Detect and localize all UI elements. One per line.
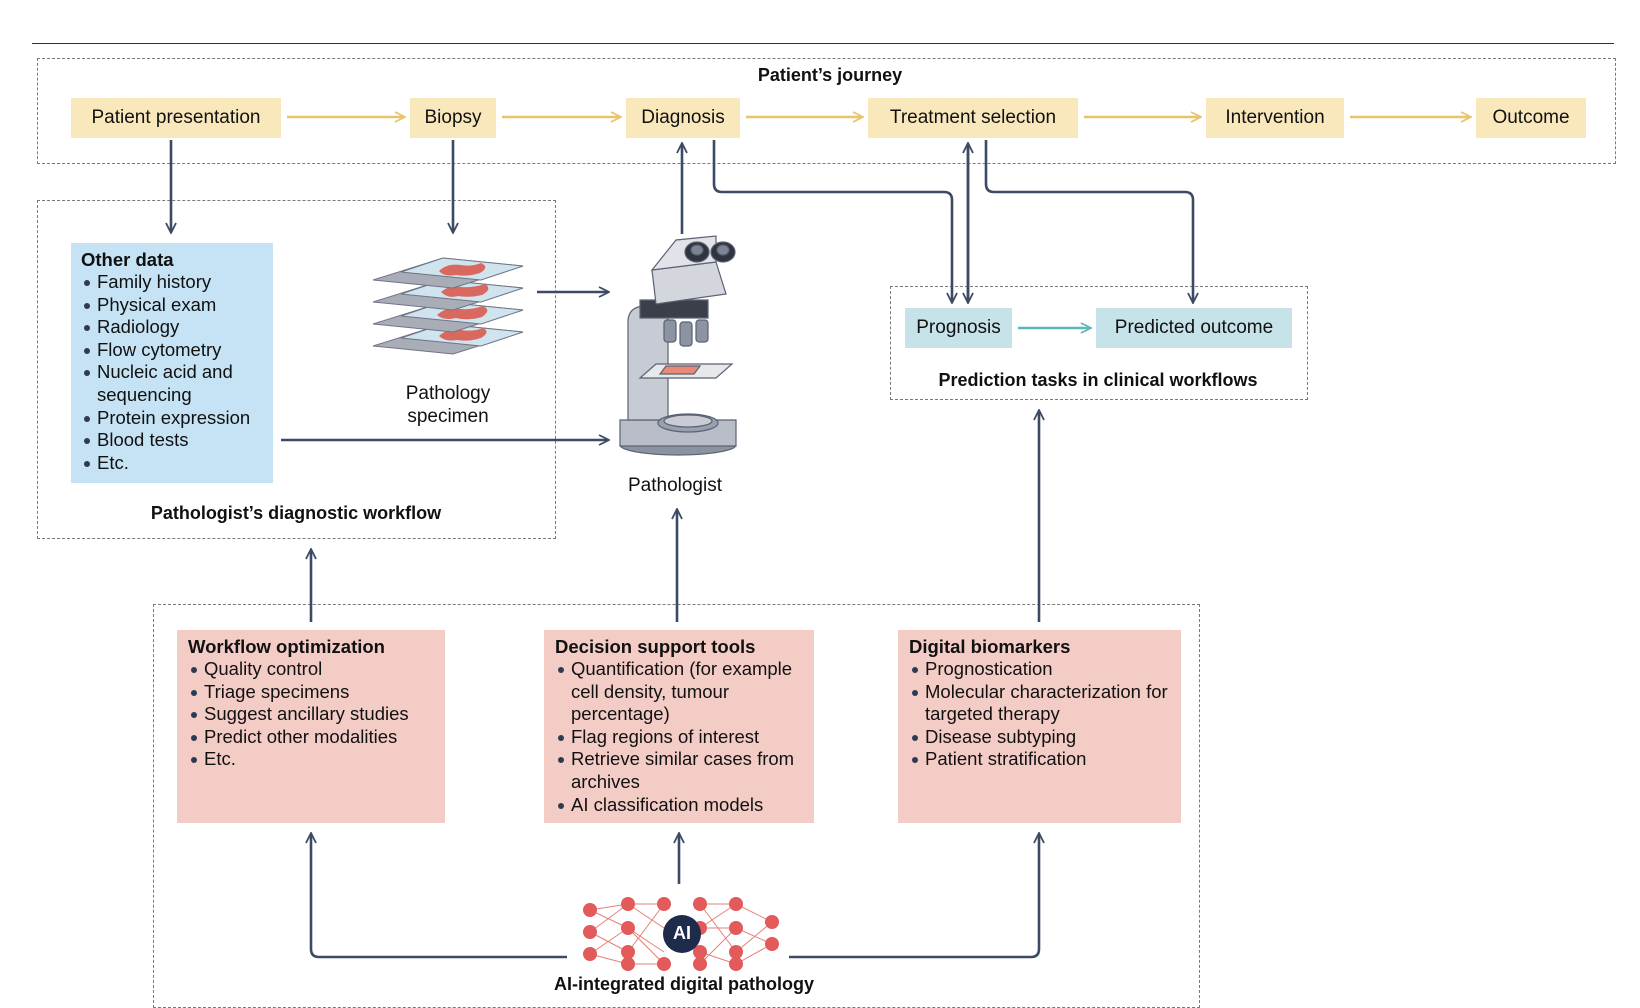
neural-network-icon [583, 897, 779, 971]
list-item: Quantification (for example cell density… [555, 658, 795, 726]
step-outcome: Outcome [1476, 98, 1586, 138]
prediction-frame [890, 286, 1308, 400]
predicted-outcome-box: Predicted outcome [1096, 308, 1292, 348]
list-item: Physical exam [81, 294, 265, 317]
prediction-title: Prediction tasks in clinical workflows [938, 370, 1258, 390]
list-item: Disease subtyping [909, 726, 1169, 749]
list-item: AI classification models [555, 794, 795, 817]
connectors [171, 140, 1193, 959]
workflow-optimization-list: Quality control Triage specimens Suggest… [188, 658, 437, 771]
prognosis-box: Prognosis [905, 308, 1012, 348]
microscope-icon [619, 235, 737, 456]
list-item: Prognostication [909, 658, 1169, 681]
decision-support-title: Decision support tools [555, 636, 756, 657]
list-item: Patient stratification [909, 748, 1169, 771]
list-item: Quality control [188, 658, 437, 681]
decision-support-box: Decision support tools Quantification (f… [544, 630, 814, 823]
other-data-title: Other data [81, 249, 174, 270]
list-item: Flag regions of interest [555, 726, 795, 749]
list-item: Protein expression [81, 407, 265, 430]
list-item: Radiology [81, 316, 265, 339]
step-treatment-selection: Treatment selection [868, 98, 1078, 138]
list-item: Predict other modalities [188, 726, 437, 749]
journey-title: Patient’s journey [757, 65, 903, 85]
list-item: Etc. [188, 748, 437, 771]
ai-badge-circle [663, 915, 701, 953]
journey-frame [37, 58, 1616, 164]
list-item: Blood tests [81, 429, 265, 452]
workflow-optimization-box: Workflow optimization Quality control Tr… [177, 630, 445, 823]
other-data-list: Family history Physical exam Radiology F… [81, 271, 265, 474]
decision-support-list: Quantification (for example cell density… [555, 658, 795, 816]
digital-biomarkers-list: Prognostication Molecular characterizati… [909, 658, 1169, 771]
step-biopsy: Biopsy [410, 98, 496, 138]
digital-biomarkers-box: Digital biomarkers Prognostication Molec… [898, 630, 1181, 823]
list-item: Etc. [81, 452, 265, 475]
list-item: Triage specimens [188, 681, 437, 704]
top-rule [32, 43, 1614, 44]
digital-biomarkers-title: Digital biomarkers [909, 636, 1071, 657]
list-item: Suggest ancillary studies [188, 703, 437, 726]
list-item: Flow cytometry [81, 339, 265, 362]
ai-title: AI-integrated digital pathology [554, 974, 814, 994]
list-item: Nucleic acid and sequencing [81, 361, 265, 406]
workflow-title: Pathologist’s diagnostic workflow [150, 503, 442, 523]
step-diagnosis: Diagnosis [626, 98, 740, 138]
other-data-box: Other data Family history Physical exam … [71, 243, 273, 483]
workflow-optimization-title: Workflow optimization [188, 636, 385, 657]
specimen-label: Pathology specimen [405, 383, 491, 427]
workflow-frame [37, 200, 556, 539]
step-patient-presentation: Patient presentation [71, 98, 281, 138]
step-intervention: Intervention [1206, 98, 1344, 138]
slides-icon [372, 257, 524, 355]
list-item: Retrieve similar cases from archives [555, 748, 795, 793]
list-item: Family history [81, 271, 265, 294]
list-item: Molecular characterization for targeted … [909, 681, 1169, 726]
ai-badge-label: AI [673, 923, 691, 943]
pathologist-label: Pathologist [627, 475, 722, 496]
